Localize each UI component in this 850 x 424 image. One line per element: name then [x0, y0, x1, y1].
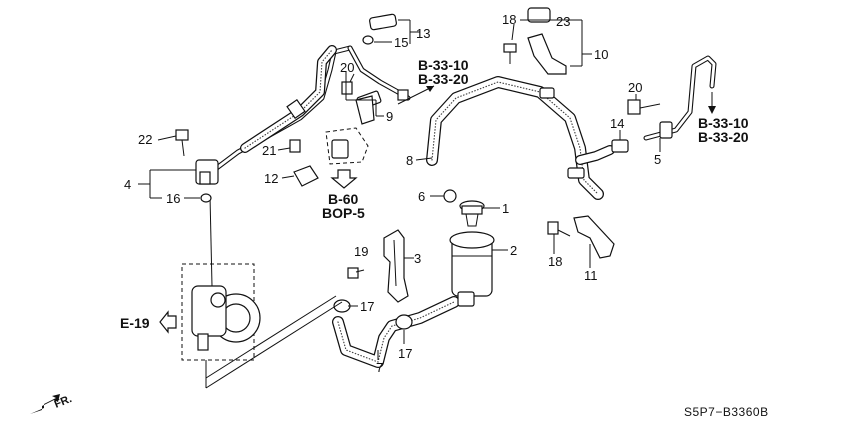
callout-7: 7	[376, 360, 383, 375]
callout-17-left: 17	[360, 299, 374, 314]
callout-4: 4	[124, 177, 131, 192]
callout-13: 13	[416, 26, 430, 41]
reference-arrows	[159, 85, 716, 334]
callout-10: 10	[594, 47, 608, 62]
callout-1: 1	[502, 201, 509, 216]
callout-23: 23	[556, 14, 570, 29]
callout-2: 2	[510, 243, 517, 258]
callout-6: 6	[418, 189, 425, 204]
callout-5: 5	[654, 152, 661, 167]
reservoir-cap	[459, 200, 485, 227]
callout-14: 14	[610, 116, 624, 131]
small-parts	[175, 7, 717, 330]
callout-numbers: 13 15 18 23 10 20 9 22 21 12 4 16 8 6 1 …	[124, 12, 661, 375]
suction-hose	[332, 296, 460, 368]
callout-16: 16	[166, 191, 180, 206]
ref-b-33-20-right: B-33-20	[698, 129, 749, 145]
callout-9: 9	[386, 109, 393, 124]
ref-b-33-10-right: B-33-10	[698, 115, 749, 131]
callout-20-right: 20	[628, 80, 642, 95]
ref-b-60: B-60	[328, 191, 359, 207]
callout-8: 8	[406, 153, 413, 168]
callout-20-left: 20	[340, 60, 354, 75]
callout-12: 12	[264, 171, 278, 186]
callout-22: 22	[138, 132, 152, 147]
callout-3: 3	[414, 251, 421, 266]
callout-21: 21	[262, 143, 276, 158]
return-hose	[426, 76, 615, 200]
reservoir-bracket	[383, 229, 409, 303]
reservoir-tank	[449, 231, 495, 307]
callout-11: 11	[584, 268, 598, 283]
callout-15: 15	[394, 35, 408, 50]
ref-e-19: E-19	[120, 315, 150, 331]
front-direction-arrow	[30, 394, 60, 414]
feed-hose-assembly	[195, 45, 411, 185]
callout-19: 19	[354, 244, 368, 259]
ref-b-33-10-top: B-33-10	[418, 57, 469, 73]
callout-18-lower: 18	[548, 254, 562, 269]
power-steering-pump	[181, 195, 261, 361]
ref-bop-5: BOP-5	[322, 205, 365, 221]
ref-b-33-20-top: B-33-20	[418, 71, 469, 87]
leader-lines	[138, 19, 661, 389]
callout-17-right: 17	[398, 346, 412, 361]
diagram-code: S5P7−B3360B	[684, 405, 769, 419]
reference-labels: B-33-10 B-33-20 B-33-10 B-33-20 B-60 BOP…	[53, 57, 769, 419]
callout-18-top: 18	[502, 12, 516, 27]
